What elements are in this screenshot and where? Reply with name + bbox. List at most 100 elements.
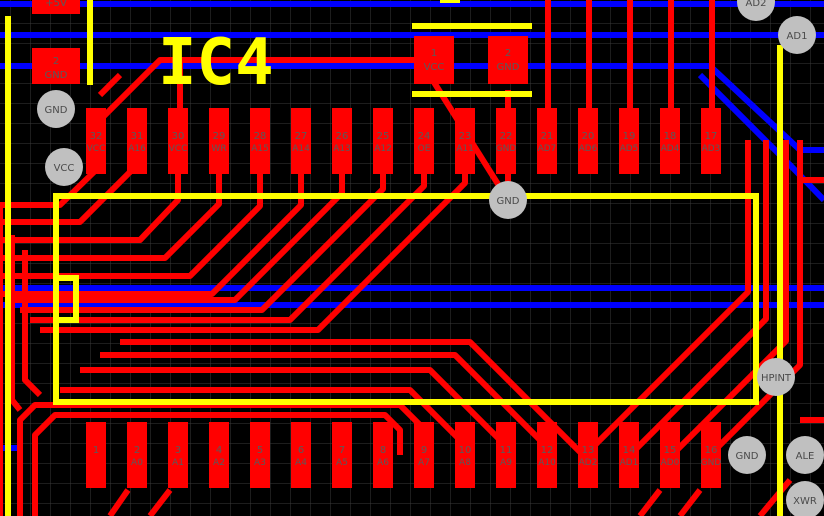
pad-number: 21 (541, 131, 554, 142)
left-part-pad-2[interactable]: 2 GND (32, 48, 80, 84)
pad-copper (578, 422, 598, 488)
pad-copper (86, 108, 106, 174)
pad-number: 10 (459, 445, 472, 456)
via[interactable]: HPINT (757, 358, 795, 396)
via-net-label: GND (497, 196, 520, 207)
pad-number: 19 (623, 131, 636, 142)
ic4-bottom-pad[interactable]: 7A5 (332, 422, 352, 488)
via-annulus (778, 16, 816, 54)
via[interactable]: VCC (45, 148, 83, 186)
pad-copper (701, 108, 721, 174)
via[interactable]: XWR (786, 481, 824, 516)
pad-copper (127, 422, 147, 488)
ic4-bottom-pad[interactable]: 5A3 (250, 422, 270, 488)
pad-number: 13 (582, 445, 595, 456)
pad-net-label: A14 (292, 144, 310, 154)
left-part-pad-2-number: 2 (53, 56, 59, 67)
pad-net-label: A13 (333, 144, 351, 154)
pad-copper (619, 422, 639, 488)
ic4-bottom-pad[interactable]: 8A6 (373, 422, 393, 488)
pad-net-label: AD7 (538, 144, 557, 154)
pad-net-label: AD3 (702, 144, 721, 154)
pad-net-label: A5 (336, 458, 348, 468)
ic4-bottom-pad[interactable]: 3A1 (168, 422, 188, 488)
via-net-label: XWR (793, 496, 817, 507)
pad-number: 1 (93, 445, 99, 456)
ic4-designator: IC4 (158, 26, 274, 100)
via[interactable]: AD2 (737, 0, 775, 21)
via-annulus (786, 481, 824, 516)
pad-number: 24 (418, 131, 431, 142)
pad-number: 2 (134, 445, 140, 456)
pad-copper (414, 108, 434, 174)
pad-copper (578, 108, 598, 174)
pad-number: 18 (664, 131, 677, 142)
pad-net-label: AD5 (620, 144, 639, 154)
pad-net-label: A16 (128, 144, 146, 154)
via-net-label: GND (45, 105, 68, 116)
pad-copper (209, 108, 229, 174)
ic4-bottom-pad[interactable]: 2A0 (127, 422, 147, 488)
pad-copper (168, 108, 188, 174)
pad-copper (127, 108, 147, 174)
via-annulus (45, 148, 83, 186)
ic4-bottom-pad[interactable]: 9A7 (414, 422, 434, 488)
pad-net-label: AD4 (661, 144, 680, 154)
capacitor-pad-1[interactable]: 1 VCC (414, 36, 454, 84)
ic4-bottom-pad[interactable]: 4A2 (209, 422, 229, 488)
pad-number: 11 (500, 445, 513, 456)
left-part-pad-top-net: +5V (45, 0, 67, 9)
pad-number: 25 (377, 131, 390, 142)
pad-net-label: AD6 (579, 144, 598, 154)
via[interactable]: GND (728, 436, 766, 474)
pad-copper (496, 422, 516, 488)
pad-net-label: AD2 (579, 458, 598, 468)
left-part-pad-2-net: GND (45, 70, 68, 81)
pad-number: 5 (257, 445, 263, 456)
pad-copper (291, 108, 311, 174)
via-net-label: VCC (54, 163, 75, 174)
pad-net-label: A15 (251, 144, 269, 154)
left-part-pad-top[interactable]: +5V (32, 0, 80, 14)
via[interactable]: ALE (786, 436, 824, 474)
via[interactable]: GND (489, 181, 527, 219)
via[interactable]: AD1 (778, 16, 816, 54)
pad-net-label: A7 (418, 458, 430, 468)
pad-number: 17 (705, 131, 718, 142)
pad-copper (332, 422, 352, 488)
pad-net-label: A11 (456, 144, 474, 154)
ic4-bottom-pad[interactable]: 6A4 (291, 422, 311, 488)
pad-net-label: A4 (295, 458, 307, 468)
capacitor-pad-2[interactable]: 2 GND (488, 36, 528, 84)
via-net-label: AD2 (746, 0, 767, 9)
pad-number: 28 (254, 131, 267, 142)
pad-copper (250, 422, 270, 488)
pad-copper (537, 108, 557, 174)
capacitor-pad-2-number: 2 (505, 48, 511, 59)
via[interactable]: GND (37, 90, 75, 128)
ic4-bottom-pad[interactable]: 1 (86, 422, 106, 488)
